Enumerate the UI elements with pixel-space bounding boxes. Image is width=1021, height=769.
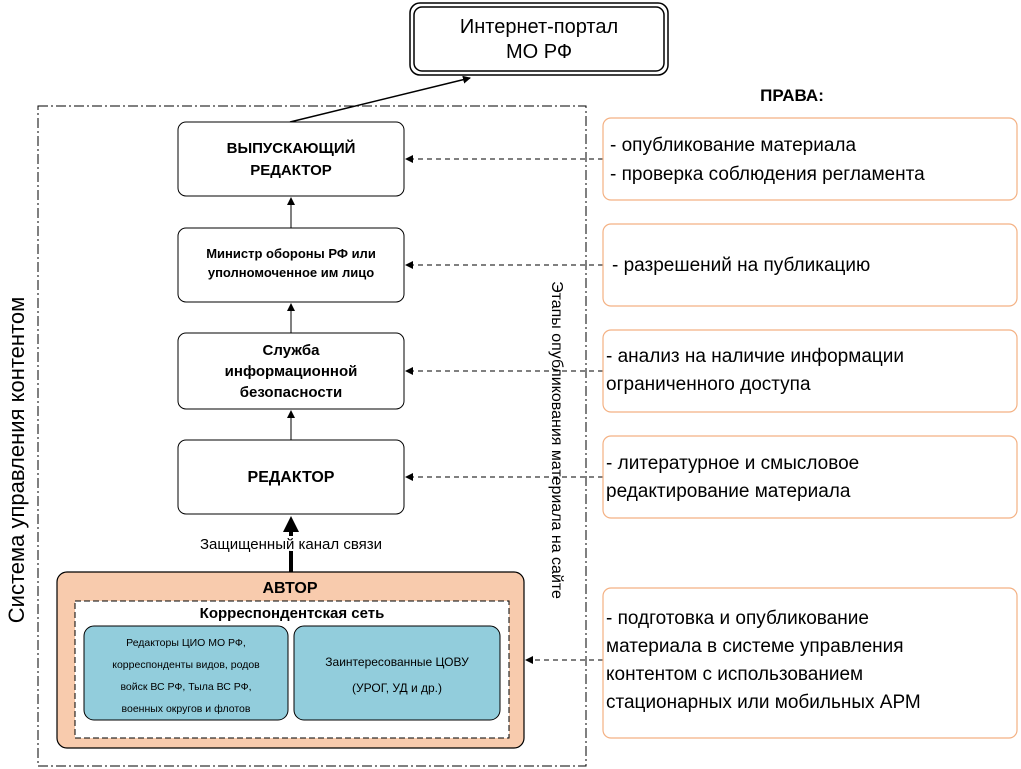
portal-line1: Интернет-портал — [460, 16, 618, 38]
network-title: Корреспондентская сеть — [200, 605, 385, 622]
rights-box-1: - опубликование материала - проверка соб… — [602, 117, 1018, 201]
rights-3-line2: ограниченного доступа — [606, 374, 811, 395]
right-subblock — [293, 625, 501, 721]
rights-5-line3: контентом с использованием — [606, 664, 863, 685]
channel-label: Защищенный канал связи — [200, 536, 382, 553]
rights-box-3: - анализ на наличие информации ограничен… — [602, 329, 1018, 413]
left-subblock-line1: Редакторы ЦИО МО РФ, — [126, 637, 246, 649]
rights-4-line2: редактирование материала — [606, 481, 851, 502]
author-title: АВТОР — [263, 580, 318, 597]
minister-line2: уполномоченное им лицо — [208, 265, 374, 280]
rights-1-line2: - проверка соблюдения регламента — [610, 164, 925, 185]
release-editor-block: ВЫПУСКАЮЩИЙ РЕДАКТОР — [177, 121, 405, 197]
minister-block: Министр обороны РФ или уполномоченное им… — [177, 227, 405, 303]
left-subblock — [83, 625, 289, 721]
stages-label: Этапы опубликования материала на сайте — [548, 281, 565, 599]
rights-4-line1: - литературное и смысловое — [606, 453, 859, 474]
rights-5-line4: стационарных или мобильных АРМ — [606, 692, 921, 713]
portal-line2: МО РФ — [506, 41, 572, 63]
editor-block: РЕДАКТОР — [177, 439, 405, 515]
secure-channel-arrowhead — [283, 516, 299, 532]
rights-5-line1: - подготовка и опубликование — [606, 608, 869, 629]
rights-box-4: - литературное и смысловое редактировани… — [602, 435, 1018, 519]
security-line3: безопасности — [240, 384, 343, 401]
rights-title: ПРАВА: — [760, 86, 824, 105]
release-editor-line1: ВЫПУСКАЮЩИЙ — [227, 139, 356, 157]
author-block: АВТОР Корреспондентская сеть Редакторы Ц… — [56, 571, 525, 749]
security-line2: информационной — [225, 363, 358, 380]
editor-label: РЕДАКТОР — [248, 469, 335, 486]
security-line1: Служба — [263, 342, 321, 359]
system-boundary — [37, 105, 587, 767]
side-label: Система управления контентом — [4, 297, 29, 623]
security-block: Служба информационной безопасности — [177, 332, 405, 410]
rights-box-5: - подготовка и опубликование материала в… — [602, 587, 1018, 739]
right-subblock-line2: (УРОГ, УД и др.) — [352, 681, 442, 695]
release-editor-line2: РЕДАКТОР — [250, 162, 332, 179]
left-subblock-line3: войск ВС РФ, Тыла ВС РФ, — [120, 681, 251, 693]
rights-2-line1: - разрешений на публикацию — [612, 255, 870, 276]
rights-3-line1: - анализ на наличие информации — [606, 346, 904, 367]
minister-line1: Министр обороны РФ или — [206, 246, 376, 261]
left-subblock-line2: корреспонденты видов, родов — [112, 659, 260, 671]
arrow-to-portal — [289, 75, 471, 123]
rights-5-line2: материала в системе управления — [606, 636, 904, 657]
left-subblock-line4: военных округов и флотов — [122, 703, 251, 715]
rights-box-2: - разрешений на публикацию — [602, 223, 1018, 307]
rights-1-line1: - опубликование материала — [610, 135, 856, 156]
right-subblock-line1: Заинтересованные ЦОВУ — [325, 655, 469, 669]
portal-box: Интернет-портал МО РФ — [409, 2, 669, 76]
